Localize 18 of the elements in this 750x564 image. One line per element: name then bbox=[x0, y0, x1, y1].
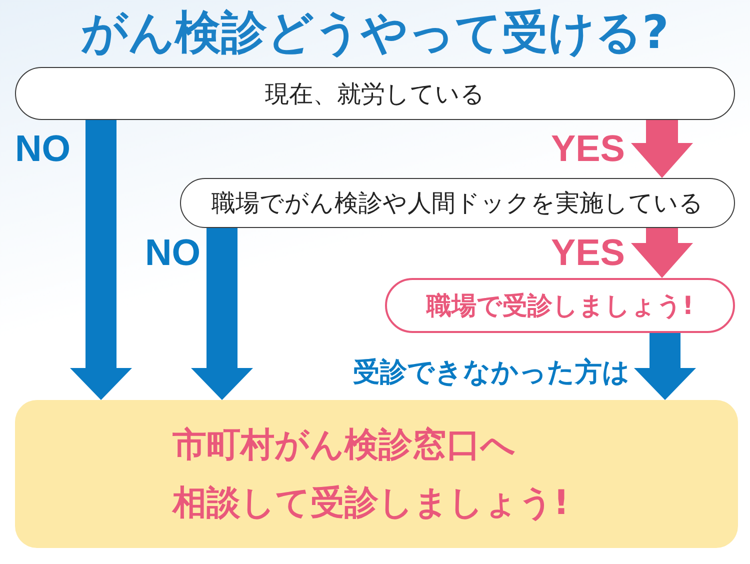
question-text: 現在、就労している bbox=[265, 78, 485, 108]
edge-label: NO bbox=[145, 234, 200, 270]
question-text: 職場でがん検診や人間ドックを実施している bbox=[212, 188, 704, 218]
recommendation-text: 市町村がん検診窓口へ相談して受診しましょう! bbox=[172, 424, 570, 525]
title: がん検診どうやって受ける? bbox=[80, 4, 670, 60]
arrow bbox=[70, 120, 132, 400]
question-box bbox=[15, 67, 735, 120]
edge-label: YES bbox=[550, 130, 625, 166]
recommendation-panel bbox=[15, 400, 738, 548]
arrow bbox=[631, 228, 693, 278]
edge-label: 受診できなかった方は bbox=[353, 358, 630, 386]
edge-label: YES bbox=[550, 234, 625, 270]
recommendation-text: 職場で受診しましょう! bbox=[426, 290, 694, 320]
question-box bbox=[180, 178, 735, 228]
edge-label: NO bbox=[15, 130, 70, 166]
arrow bbox=[191, 228, 253, 400]
arrow bbox=[631, 120, 693, 178]
arrow bbox=[634, 333, 696, 400]
